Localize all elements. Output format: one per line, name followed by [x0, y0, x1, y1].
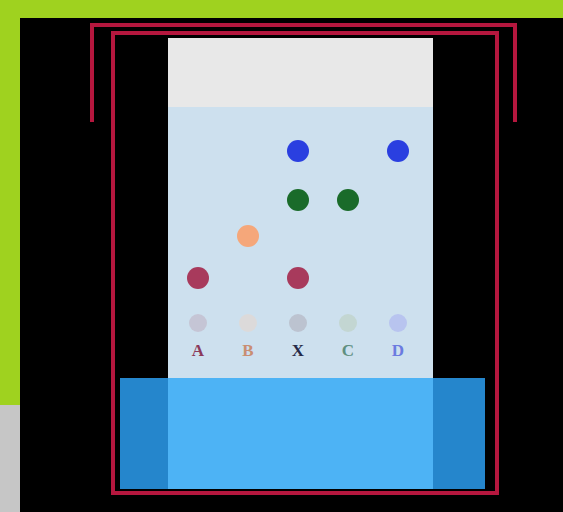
- start-spot: [339, 314, 357, 332]
- dye-spot: [187, 267, 209, 289]
- dye-spot: [287, 189, 309, 211]
- beaker: [113, 33, 497, 493]
- dye-spots: [187, 140, 409, 289]
- grey-band: [0, 405, 20, 512]
- solvent: [120, 378, 485, 489]
- solvent-in-paper: [168, 378, 433, 489]
- dye-spot: [287, 267, 309, 289]
- sample-label: X: [292, 342, 304, 359]
- start-spot: [289, 314, 307, 332]
- baseline-spots: [189, 314, 407, 332]
- sample-label: A: [192, 342, 204, 359]
- dye-spot: [287, 140, 309, 162]
- dye-spot: [237, 225, 259, 247]
- chromatography-paper: [168, 38, 433, 378]
- dye-spot: [387, 140, 409, 162]
- sample-label: B: [242, 342, 253, 359]
- dye-spot: [337, 189, 359, 211]
- sample-label: C: [342, 342, 354, 359]
- beaker-lid: [92, 25, 515, 122]
- paper-top: [168, 38, 433, 107]
- start-spot: [189, 314, 207, 332]
- start-spot: [389, 314, 407, 332]
- green-band: [0, 0, 563, 18]
- green-band: [0, 0, 20, 405]
- start-spot: [239, 314, 257, 332]
- sample-label: D: [392, 342, 404, 359]
